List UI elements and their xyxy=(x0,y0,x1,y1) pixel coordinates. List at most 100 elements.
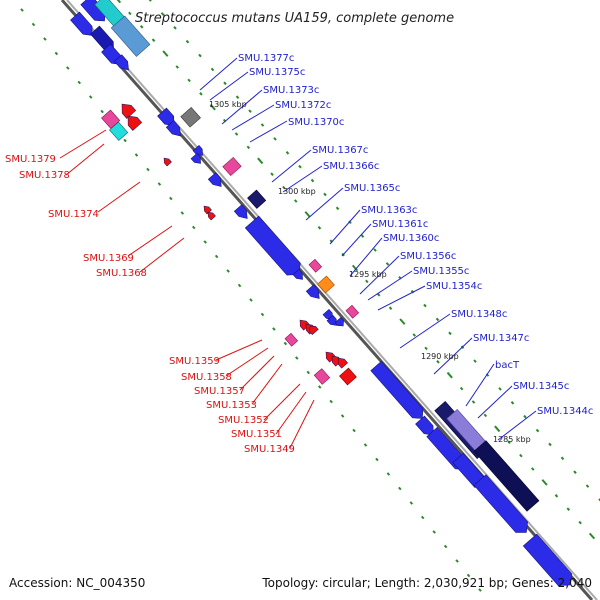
gene-arrow[interactable] xyxy=(334,316,346,328)
gene-arrow[interactable] xyxy=(473,474,532,538)
scale-tick xyxy=(283,341,288,346)
gene-label[interactable]: SMU.1368 xyxy=(96,268,147,279)
gene-block[interactable] xyxy=(284,332,299,347)
gene-block[interactable] xyxy=(473,440,540,512)
gene-block[interactable] xyxy=(317,275,335,294)
scale-tick xyxy=(100,109,104,114)
gene-label[interactable]: SMU.1357 xyxy=(194,386,245,397)
gene-arrow[interactable] xyxy=(335,355,348,369)
gene-arrow[interactable] xyxy=(326,314,340,328)
gene-label[interactable]: SMU.1372c xyxy=(275,100,331,111)
gene-arrow[interactable] xyxy=(297,317,310,331)
gene-label[interactable]: SMU.1348c xyxy=(451,309,507,320)
scale-tick xyxy=(54,51,59,56)
scale-tick xyxy=(588,532,596,540)
gene-label[interactable]: SMU.1351 xyxy=(231,429,282,440)
gene-label[interactable]: SMU.1374 xyxy=(48,209,99,220)
scale-tick xyxy=(598,498,600,502)
scale-tick xyxy=(519,453,523,458)
gene-block[interactable] xyxy=(109,121,129,141)
gene-label[interactable]: SMU.1352 xyxy=(218,415,269,426)
map-title: Streptococcus mutans UA159, complete gen… xyxy=(135,11,454,26)
gene-label[interactable]: SMU.1344c xyxy=(537,406,593,417)
leader-line xyxy=(497,410,537,441)
gene-label[interactable]: SMU.1355c xyxy=(413,266,469,277)
gene-label[interactable]: SMU.1349 xyxy=(244,444,295,455)
scale-tick xyxy=(548,442,552,447)
gene-label[interactable]: SMU.1345c xyxy=(513,381,569,392)
gene-arrow[interactable] xyxy=(233,204,251,222)
gene-arrow[interactable] xyxy=(165,120,184,140)
gene-arrow[interactable] xyxy=(101,43,126,68)
gene-block[interactable] xyxy=(339,367,357,386)
gene-arrow[interactable] xyxy=(305,284,323,302)
gene-label[interactable]: SMU.1361c xyxy=(372,219,428,230)
gene-label[interactable]: SMU.1366c xyxy=(323,161,379,172)
scale-tick xyxy=(162,50,169,57)
gene-label[interactable]: SMU.1369 xyxy=(83,253,134,264)
leader-line xyxy=(127,225,173,257)
gene-arrow[interactable] xyxy=(207,172,225,190)
gene-block[interactable] xyxy=(345,304,360,319)
scale-tick xyxy=(585,484,590,488)
gene-label[interactable]: SMU.1370c xyxy=(288,117,344,128)
gene-label[interactable]: SMU.1358 xyxy=(181,372,232,383)
gene-label[interactable]: SMU.1375c xyxy=(249,67,305,78)
gene-arrow[interactable] xyxy=(202,204,212,215)
gene-label[interactable]: SMU.1367c xyxy=(312,145,368,156)
scale-tick xyxy=(363,443,368,447)
gene-block[interactable] xyxy=(308,258,323,273)
gene-arrow[interactable] xyxy=(415,415,438,439)
scale-tick xyxy=(376,293,381,297)
scale-ticks xyxy=(20,0,600,592)
gene-arrow[interactable] xyxy=(370,361,428,423)
gene-arrow[interactable] xyxy=(206,210,216,221)
scale-tick xyxy=(285,150,290,155)
gene-arrow[interactable] xyxy=(192,144,206,158)
gene-label[interactable]: SMU.1365c xyxy=(344,183,400,194)
gene-arrow[interactable] xyxy=(323,349,336,363)
leader-line xyxy=(465,363,495,407)
gene-block[interactable] xyxy=(313,368,331,385)
scale-tick xyxy=(187,78,191,83)
gene-label[interactable]: SMU.1378 xyxy=(19,170,70,181)
gene-arrow[interactable] xyxy=(190,152,204,166)
scale-tick xyxy=(272,327,276,331)
gene-label[interactable]: SMU.1359 xyxy=(169,356,220,367)
scale-tick xyxy=(494,425,501,433)
gene-label[interactable]: bacT xyxy=(495,360,520,371)
scale-tick xyxy=(478,588,482,592)
gene-block[interactable] xyxy=(247,189,267,209)
gene-arrow[interactable] xyxy=(292,268,306,282)
scale-tick xyxy=(560,456,565,461)
gene-block[interactable] xyxy=(222,156,242,177)
scale-tick xyxy=(352,428,356,433)
scale-label: 1290 kbp xyxy=(421,352,459,361)
gene-label[interactable]: SMU.1353 xyxy=(206,400,257,411)
scale-tick xyxy=(237,283,242,288)
gene-arrow[interactable] xyxy=(162,156,172,167)
gene-arrow[interactable] xyxy=(118,100,137,119)
gene-label[interactable]: SMU.1360c xyxy=(383,233,439,244)
gene-block[interactable] xyxy=(180,106,201,128)
gene-label[interactable]: SMU.1354c xyxy=(426,281,482,292)
gene-arrow[interactable] xyxy=(522,533,576,591)
gene-arrow[interactable] xyxy=(124,112,143,131)
gene-label[interactable]: SMU.1373c xyxy=(263,85,319,96)
gene-block[interactable] xyxy=(110,15,151,57)
scale-tick xyxy=(317,385,322,389)
gene-label[interactable]: SMU.1363c xyxy=(361,205,417,216)
scale-tick xyxy=(365,279,369,284)
scale-tick xyxy=(554,494,559,498)
scale-tick xyxy=(116,0,122,4)
gene-label[interactable]: SMU.1347c xyxy=(473,333,529,344)
gene-arrow[interactable] xyxy=(113,54,132,74)
gene-arrow[interactable] xyxy=(244,215,305,280)
gene-label[interactable]: SMU.1377c xyxy=(238,53,294,64)
scale-tick xyxy=(351,264,359,272)
gene-label[interactable]: SMU.1379 xyxy=(5,154,56,165)
gene-label[interactable]: SMU.1356c xyxy=(400,251,456,262)
gene-arrow[interactable] xyxy=(70,11,97,39)
gene-arrow[interactable] xyxy=(307,323,319,335)
scale-tick xyxy=(66,66,70,70)
